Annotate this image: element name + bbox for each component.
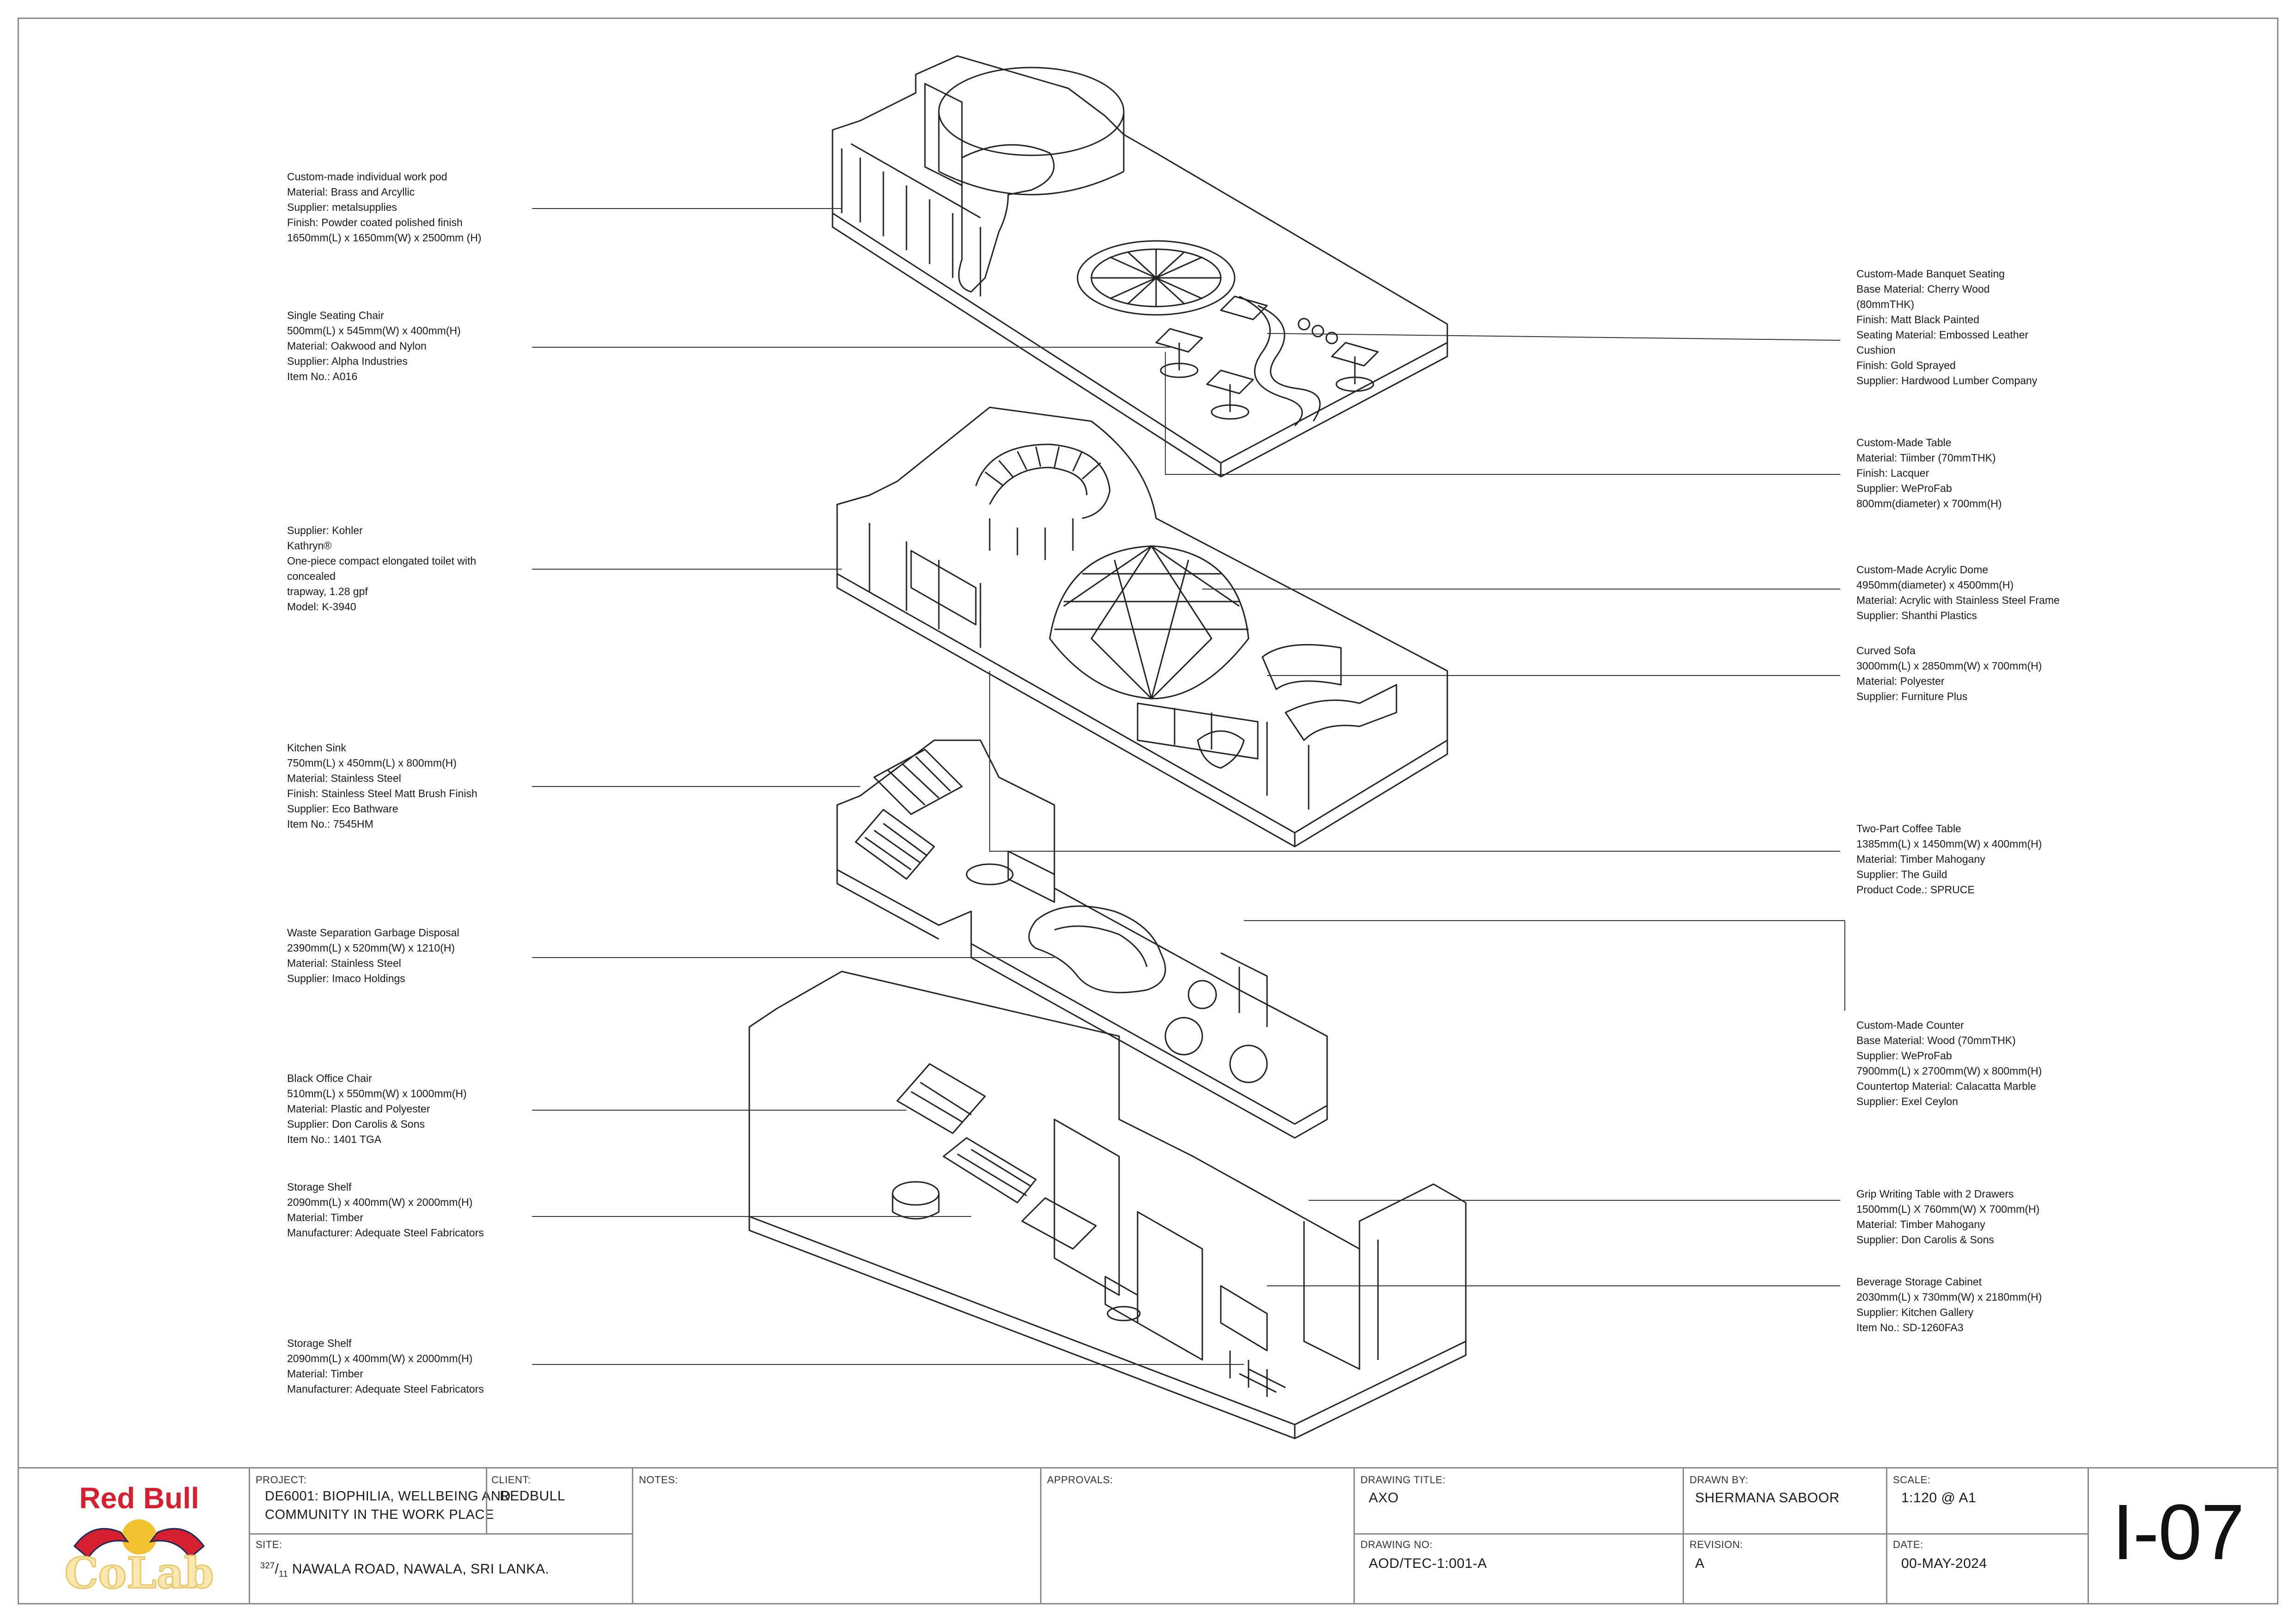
approvals-label: APPROVALS: <box>1047 1474 1113 1486</box>
approvals-cell: APPROVALS: <box>1041 1468 1355 1603</box>
scale-value: 1:120 @ A1 <box>1901 1490 1977 1505</box>
axonometric-drawing <box>532 55 1845 1439</box>
drawn-by-label: DRAWN BY: <box>1690 1474 1749 1486</box>
level-1-floor-plate <box>748 971 1467 1439</box>
project-label: PROJECT: <box>256 1474 307 1486</box>
drawn-by-cell: DRAWN BY: SHERMANA SABOOR REVISION: A <box>1684 1468 1887 1603</box>
sheet-number: I-07 <box>2112 1488 2245 1576</box>
project-cell: PROJECT: DE6001: BIOPHILIA, WELLBEING AN… <box>250 1468 633 1603</box>
level-4-floor-plate <box>832 55 1448 478</box>
level-3-floor-plate <box>836 406 1448 848</box>
notes-label: NOTES: <box>639 1474 678 1486</box>
project-title: DE6001: BIOPHILIA, WELLBEING AND COMMUNI… <box>265 1489 511 1522</box>
logo-brand-text: Red Bull <box>79 1481 199 1515</box>
client-value: REDBULL <box>500 1488 565 1504</box>
drawing-title-label: DRAWING TITLE: <box>1360 1474 1446 1486</box>
redbull-colab-logo: Red Bull CoLab <box>64 1481 214 1597</box>
date-value: 00-MAY-2024 <box>1901 1556 1987 1571</box>
scale-cell: SCALE: 1:120 @ A1 DATE: 00-MAY-2024 <box>1887 1468 2089 1603</box>
site-label: SITE: <box>256 1539 282 1550</box>
date-label: DATE: <box>1893 1539 1923 1550</box>
drawing-title-cell: DRAWING TITLE: AXO DRAWING NO: AOD/TEC-1… <box>1355 1468 1684 1603</box>
drawing-no-label: DRAWING NO: <box>1360 1539 1433 1550</box>
client-label: CLIENT: <box>491 1474 531 1486</box>
title-block: Red Bull CoLab PROJECT: DE6001: BIOPHILI… <box>19 1468 2277 1603</box>
drawing-title-value: AXO <box>1369 1490 1399 1505</box>
revision-value: A <box>1695 1556 1705 1571</box>
revision-label: REVISION: <box>1690 1539 1743 1550</box>
leader-lines <box>532 208 1845 1365</box>
notes-cell: NOTES: <box>633 1468 1041 1603</box>
site-address: 327/11 NAWALA ROAD, NAWALA, SRI LANKA. <box>260 1561 550 1579</box>
logo-cell: Red Bull CoLab <box>19 1468 250 1603</box>
logo-colab-text: CoLab <box>64 1548 214 1597</box>
drawing-no-value: AOD/TEC-1:001-A <box>1369 1556 1487 1571</box>
scale-label: SCALE: <box>1893 1474 1931 1486</box>
sheet-number-cell: I-07 <box>2089 1468 2277 1603</box>
drawn-by-value: SHERMANA SABOOR <box>1695 1490 1840 1505</box>
level-2-floor-plate <box>836 739 1328 1139</box>
